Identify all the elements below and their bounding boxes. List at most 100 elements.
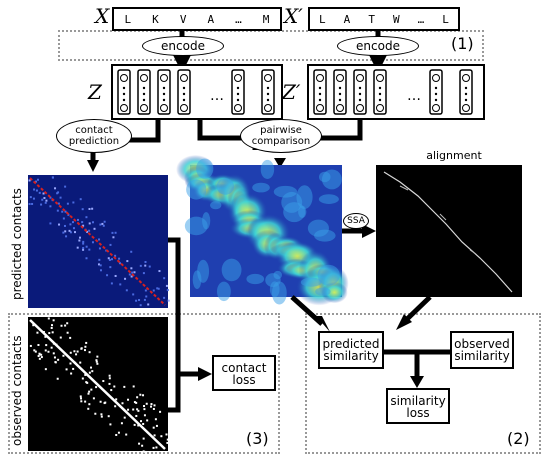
contact-point [109, 266, 112, 269]
contact-point [62, 231, 65, 234]
ssa-arrow [342, 224, 376, 238]
contact-point [83, 349, 86, 352]
contact-point [69, 336, 72, 339]
contact-point [166, 289, 169, 292]
contact-point [144, 289, 147, 292]
contact-point [82, 224, 85, 227]
contact-point [145, 295, 148, 298]
contact-point [50, 346, 53, 349]
contact-point [98, 258, 101, 261]
arrow-to-predicted-similarity-right [396, 314, 412, 330]
contact-point [137, 424, 140, 427]
contact-point [51, 176, 54, 179]
embedding-vector [177, 69, 191, 115]
contact-point [124, 277, 127, 280]
contact-point [52, 352, 55, 355]
contact-point [51, 331, 54, 334]
embedding-vector [429, 69, 443, 115]
contact-point [72, 367, 75, 370]
contact-point [136, 396, 139, 399]
arrow-to-heatmap [274, 158, 286, 168]
contact-point [38, 352, 41, 355]
heat-spot [252, 182, 270, 193]
heat-spot [216, 178, 235, 195]
contact-point [139, 304, 142, 307]
contact-point [152, 446, 155, 449]
embedding-vector [353, 69, 367, 115]
contact-point [72, 201, 75, 204]
contact-point [78, 239, 81, 242]
encode-left-label: encode [142, 36, 224, 56]
contact-point [80, 347, 83, 350]
contact-point [103, 402, 106, 405]
contact-point [36, 331, 39, 334]
contact-point [148, 265, 151, 268]
contact-point [28, 179, 31, 182]
pairwise-comparison-heatmap [176, 154, 349, 306]
contact-point [76, 246, 79, 249]
heat-spot [260, 159, 275, 180]
region-3-label: (3) [246, 429, 269, 448]
contact-point [130, 250, 133, 253]
contact-point [167, 299, 170, 302]
contact-point [88, 248, 91, 251]
contact-point [72, 221, 75, 224]
contact-point [44, 349, 47, 352]
contact-point [44, 201, 47, 204]
contact-point [82, 247, 85, 250]
contact-point [143, 405, 146, 408]
contact-point [81, 377, 84, 380]
observed-contacts-matrix [28, 317, 169, 453]
contact-point [54, 187, 57, 190]
contact-point [28, 203, 31, 206]
contact-point [135, 401, 138, 404]
contact-point [50, 326, 53, 329]
contact-point [33, 349, 36, 352]
contact-point [92, 221, 95, 224]
contact-point [79, 198, 82, 201]
contact-point [142, 437, 145, 440]
contact-point [133, 271, 136, 274]
contact-point [102, 224, 105, 227]
contact-point [64, 230, 67, 233]
contact-point [163, 296, 166, 299]
heat-spot [184, 216, 208, 236]
contact-point [137, 409, 140, 412]
contact-point [92, 397, 95, 400]
contact-point [135, 299, 138, 302]
contact-point [111, 258, 114, 261]
contact-point [81, 208, 84, 211]
x-token-4: A [207, 12, 215, 26]
contact-point [57, 202, 60, 205]
contact-point [44, 368, 47, 371]
embedding-vector [313, 69, 327, 115]
contact-point [139, 264, 142, 267]
contact-point [108, 382, 111, 385]
contact-point [69, 351, 72, 354]
contact-point [47, 317, 50, 320]
contact-point [118, 257, 121, 260]
ssa-label: SSA [343, 213, 369, 229]
contact-point [34, 350, 37, 353]
contact-point [103, 220, 106, 223]
z-embedding-box [111, 64, 283, 120]
embedding-vector [231, 69, 245, 115]
contact-point [159, 410, 162, 413]
embedding-vector [373, 69, 387, 115]
contact-point [130, 267, 133, 270]
contact-point [79, 395, 82, 398]
contact-point [48, 332, 51, 335]
contact-point [49, 196, 52, 199]
contact-point [66, 322, 69, 325]
contact-point [88, 222, 91, 225]
contact-point [166, 441, 169, 444]
x-prime-token-4: W [392, 12, 400, 26]
contact-point [132, 408, 135, 411]
contact-point [165, 433, 168, 436]
contact-point [133, 401, 136, 404]
alignment-title: alignment [426, 149, 482, 162]
x-prime-token-5: … [417, 12, 425, 26]
contact-point [87, 407, 90, 410]
region-1-label: (1) [451, 34, 474, 53]
